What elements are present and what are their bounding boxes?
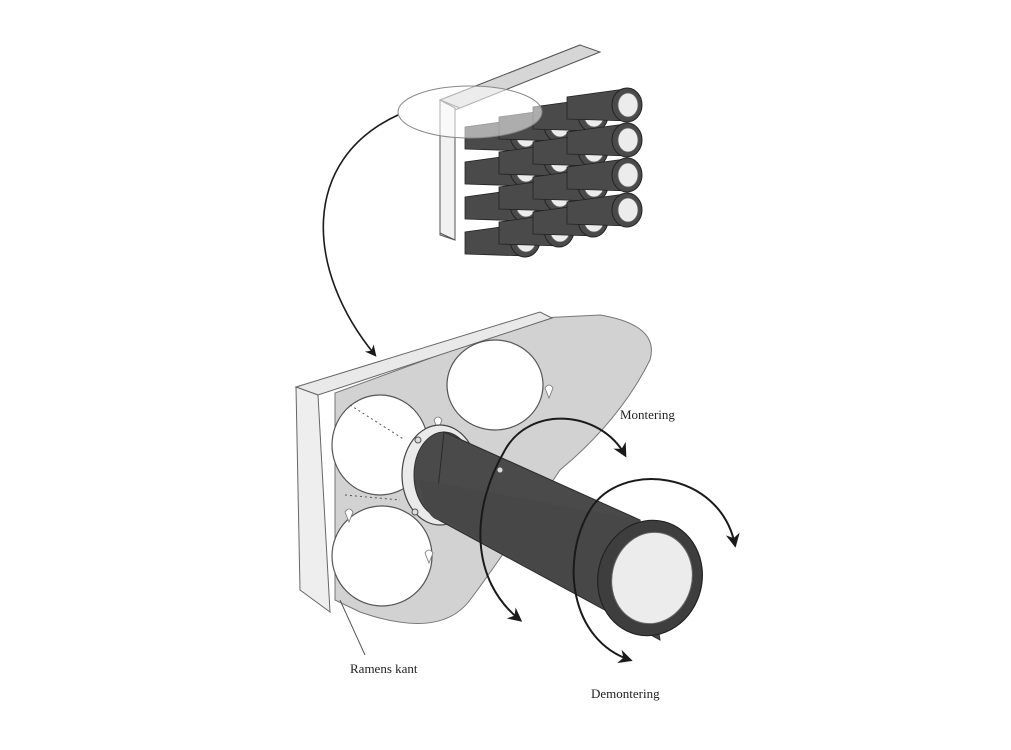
filter-cylinder: [401, 424, 703, 641]
cylinder-pin: [496, 466, 504, 474]
mounting-label: Montering: [620, 407, 675, 422]
mounting-arrow-rear-loop: [479, 449, 523, 622]
front-ring-top: [589, 478, 740, 548]
highlight-ellipse: [397, 85, 543, 139]
cylinder-pin: [411, 508, 419, 516]
dismounting-arrow-front-loop: [572, 509, 633, 664]
frame-edge-leader: [339, 599, 366, 656]
frame-opening-top-right: [446, 339, 544, 431]
rotation-arrows: [479, 417, 740, 664]
mounting-arrow-top: [504, 417, 627, 458]
frame-opening-bottom-left: [331, 505, 433, 607]
frame-clips: [344, 384, 554, 565]
filter-bank-cylinders: [464, 87, 643, 258]
filter-bank-cylinder-face: [617, 92, 639, 118]
frame-edge-label: Ramens kant: [350, 661, 418, 676]
filter-bank-cylinder-face: [617, 197, 639, 223]
zoom-arrow: [322, 114, 399, 357]
guide-dotted-line: [344, 404, 406, 501]
filter-bank-cylinder-face: [617, 127, 639, 153]
cylinder-end-face: [611, 531, 693, 625]
dismounting-label: Demontering: [591, 686, 660, 701]
cylinder-body-bottom: [420, 480, 650, 635]
cylinder-pin: [414, 436, 422, 444]
filter-bank-cylinder-face: [617, 162, 639, 188]
frame-side-face: [295, 386, 331, 614]
filter-bank: [397, 44, 643, 258]
